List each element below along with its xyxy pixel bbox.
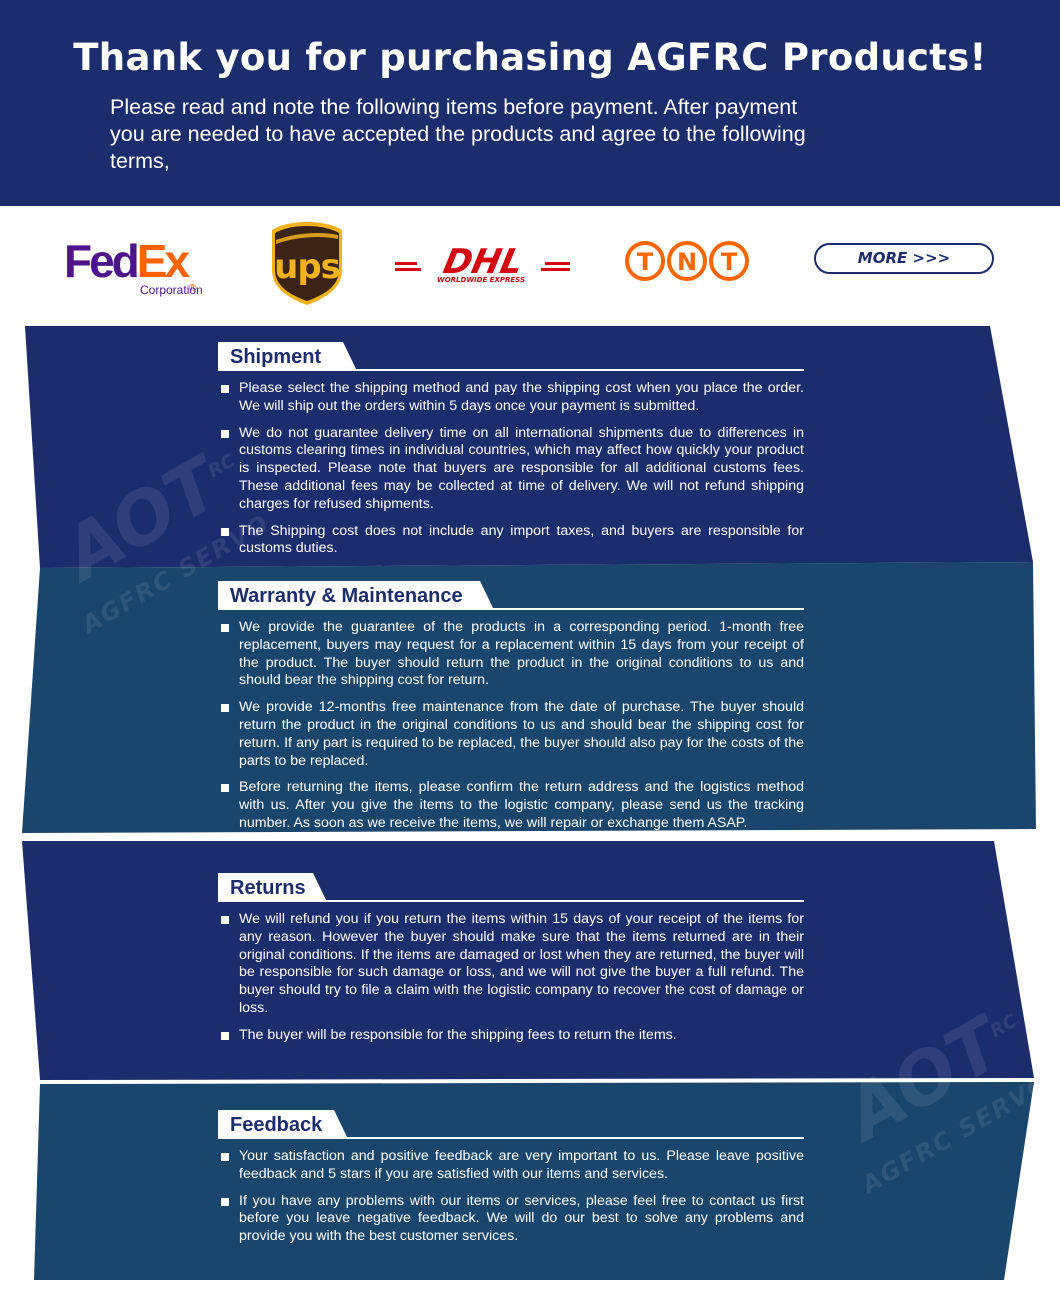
tnt-logo: T N T (625, 241, 749, 281)
band-shipment (25, 326, 1033, 568)
dhl-logo: DHL WORLDWIDE EXPRESS (395, 242, 570, 284)
fedex-word-fed: Fed (64, 235, 140, 287)
section-rule (218, 900, 804, 902)
ups-shield-swoosh (276, 232, 338, 244)
section-title: Warranty & Maintenance (218, 581, 494, 610)
section-header: Feedback (218, 1110, 804, 1140)
tnt-circle (625, 241, 665, 281)
tnt-circle (667, 241, 707, 281)
section-feedback: Feedback Your satisfaction and positive … (218, 1110, 804, 1255)
list-item: We provide the guarantee of the products… (218, 619, 804, 690)
fedex-word-ex: Ex (136, 235, 190, 287)
header-banner: Thank you for purchasing AGFRC Products!… (0, 0, 1060, 206)
tnt-letter: N (677, 248, 697, 276)
dhl-text: DHL (440, 242, 527, 282)
section-rule (218, 369, 804, 371)
dhl-speed-line (545, 262, 570, 265)
dhl-speed-line (395, 262, 417, 265)
fedex-registered-mark: ® (189, 283, 197, 294)
carrier-logos: FedEx® Corporation ups DHL WORLDWIDE EXP… (0, 206, 1060, 324)
list-item: The buyer will be responsible for the sh… (218, 1027, 804, 1045)
feedback-list: Your satisfaction and positive feedback … (218, 1148, 804, 1246)
section-header: Returns (218, 873, 804, 903)
list-item: Please select the shipping method and pa… (218, 380, 804, 416)
ups-shield (275, 226, 339, 301)
section-shipment: Shipment Please select the shipping meth… (218, 342, 804, 567)
ups-text: ups (274, 247, 340, 287)
more-carriers-button[interactable]: MORE >>> (814, 243, 994, 274)
fedex-corporation-label: Corporation (140, 283, 203, 297)
section-title: Shipment (218, 342, 357, 371)
section-warranty: Warranty & Maintenance We provide the gu… (218, 581, 804, 842)
section-returns: Returns We will refund you if you return… (218, 873, 804, 1054)
list-item: The Shipping cost does not include any i… (218, 523, 804, 559)
returns-list: We will refund you if you return the ite… (218, 911, 804, 1045)
list-item: If you have any problems with our items … (218, 1193, 804, 1246)
dhl-speed-line (395, 268, 421, 271)
list-item: We do not guarantee delivery time on all… (218, 425, 804, 514)
warranty-list: We provide the guarantee of the products… (218, 619, 804, 833)
section-rule (218, 608, 804, 610)
section-header: Shipment (218, 342, 804, 372)
section-title: Feedback (218, 1110, 348, 1139)
dhl-speed-line (541, 268, 570, 271)
band-warranty (22, 562, 1036, 833)
ups-logo: ups (272, 222, 342, 305)
dhl-subtext: WORLDWIDE EXPRESS (437, 276, 525, 284)
tnt-letter: T (637, 248, 654, 276)
list-item: We provide 12-months free maintenance fr… (218, 699, 804, 770)
section-title: Returns (218, 873, 327, 902)
shipment-list: Please select the shipping method and pa… (218, 380, 804, 558)
list-item: Your satisfaction and positive feedback … (218, 1148, 804, 1184)
tnt-letter: T (721, 248, 738, 276)
list-item: Before returning the items, please confi… (218, 779, 804, 832)
tnt-circle (709, 241, 749, 281)
list-item: We will refund you if you return the ite… (218, 911, 804, 1018)
section-header: Warranty & Maintenance (218, 581, 804, 611)
section-rule (218, 1137, 804, 1139)
fedex-logo: FedEx® Corporation (64, 236, 214, 306)
page-title: Thank you for purchasing AGFRC Products! (73, 36, 987, 79)
intro-text: Please read and note the following items… (110, 95, 806, 173)
